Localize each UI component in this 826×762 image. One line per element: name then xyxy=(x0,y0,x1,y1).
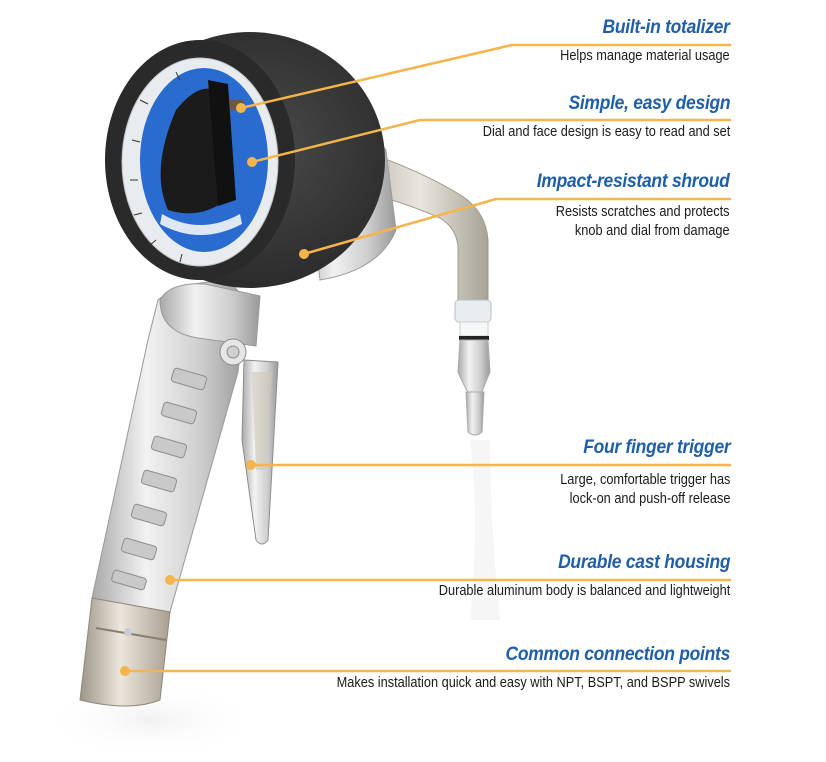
shroud xyxy=(105,32,385,288)
dot-connection xyxy=(120,666,130,676)
callout-title: Built-in totalizer xyxy=(602,17,730,38)
callout-title: Impact-resistant shroud xyxy=(537,171,730,192)
callout-description: Dial and face design is easy to read and… xyxy=(482,124,730,140)
leader-line-totalizer xyxy=(239,43,732,110)
callout-title: Durable cast housing xyxy=(557,552,731,573)
callout-description: Durable aluminum body is balanced and li… xyxy=(438,583,730,599)
leader-line-design xyxy=(250,118,732,164)
leader-line-shroud xyxy=(302,197,732,256)
callout-description-line-1: Resists scratches and protects xyxy=(556,204,730,220)
callout-description-line-2: knob and dial from damage xyxy=(575,223,730,239)
dot-trigger xyxy=(246,460,256,470)
callout-description-line-2: lock-on and push-off release xyxy=(569,491,730,507)
callout-built-in-totalizer: Built-in totalizer Helps manage material… xyxy=(537,17,730,66)
cast-housing xyxy=(91,281,261,613)
trigger xyxy=(241,359,279,545)
callout-description-line-1: Large, comfortable trigger has xyxy=(559,472,730,488)
swivel-connector xyxy=(79,597,171,707)
dot-design xyxy=(247,157,257,167)
callout-title: Simple, easy design xyxy=(568,93,730,114)
callout-description: Makes installation quick and easy with N… xyxy=(336,675,730,691)
callout-durable-cast-housing: Durable cast housing Durable aluminum bo… xyxy=(399,552,730,601)
dot-totalizer xyxy=(236,103,246,113)
callout-four-finger-trigger: Four finger trigger Large, comfortable t… xyxy=(537,437,731,509)
callout-common-connection-points: Common connection points Makes installat… xyxy=(283,644,731,693)
callout-title: Four finger trigger xyxy=(582,437,731,458)
leader-lines xyxy=(123,43,732,673)
leader-dots xyxy=(120,103,309,676)
callout-simple-easy-design: Simple, easy design Dial and face design… xyxy=(449,93,730,142)
callout-description: Helps manage material usage xyxy=(560,48,730,64)
callout-impact-resistant-shroud: Impact-resistant shroud Resists scratche… xyxy=(520,171,730,241)
callout-title: Common connection points xyxy=(505,644,731,665)
dot-shroud xyxy=(299,249,309,259)
dot-housing xyxy=(165,575,175,585)
